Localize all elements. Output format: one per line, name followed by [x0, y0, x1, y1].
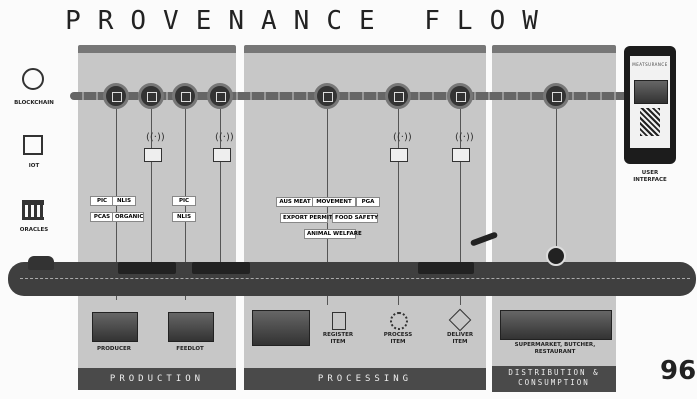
producer-image: [92, 312, 138, 342]
page-number: 96: [660, 356, 697, 386]
truck-icon: [118, 262, 176, 274]
brand-logo: MEATSURANCE: [632, 62, 668, 67]
feedlot-image: [168, 312, 214, 342]
iot-device-icon: [390, 148, 408, 162]
block-node: [103, 83, 129, 109]
wifi-icon: ((·)): [215, 132, 234, 143]
blockchain-icon: [22, 68, 44, 90]
processing-image: [252, 310, 310, 346]
tag-movement: MOVEMENT: [312, 197, 356, 207]
tag-pga: PGA: [356, 197, 380, 207]
retail-image: [500, 310, 612, 340]
iot-device-icon: [452, 148, 470, 162]
block-node: [207, 83, 233, 109]
truck-icon: [418, 262, 474, 274]
trace-line: [151, 100, 152, 265]
tag-aus-meat: AUS MEAT: [276, 197, 314, 207]
wifi-icon: ((·)): [393, 132, 412, 143]
qr-marker-icon: [546, 246, 566, 266]
gear-icon: [390, 312, 408, 330]
processing-band: PROCESSING: [244, 368, 486, 390]
trace-line: [460, 100, 461, 305]
road-marking: [20, 278, 690, 280]
cattle-icon: [28, 256, 54, 270]
trace-line: [220, 100, 221, 265]
tag-pic: PIC: [90, 196, 114, 206]
phone-image: [634, 80, 668, 104]
qr-code-icon: [640, 108, 660, 136]
blockchain-label: BLOCKCHAIN: [14, 100, 54, 106]
production-band: PRODUCTION: [78, 368, 236, 390]
truck-icon: [192, 262, 250, 274]
tag-food-safety: FOOD SAFETY: [332, 213, 378, 223]
tag-pic: PIC: [172, 196, 196, 206]
producer-label: PRODUCER: [96, 346, 131, 352]
block-node: [447, 83, 473, 109]
tag-nlis: NLIS: [172, 212, 196, 222]
wifi-icon: ((·)): [146, 132, 165, 143]
iot-device-icon: [213, 148, 231, 162]
tag-organic: ORGANIC: [112, 212, 144, 222]
tag-nlis: NLIS: [112, 196, 136, 206]
tag-animal-welfare: ANIMAL WELFARE: [304, 229, 362, 239]
block-node: [172, 83, 198, 109]
block-node: [543, 83, 569, 109]
chip-icon: [23, 135, 43, 155]
block-node: [385, 83, 411, 109]
block-node: [138, 83, 164, 109]
tag-pcas: PCAS: [90, 212, 114, 222]
register-icon: [332, 312, 346, 330]
block-node: [314, 83, 340, 109]
distribution-band: DISTRIBUTION &CONSUMPTION: [492, 366, 616, 392]
iot-device-icon: [144, 148, 162, 162]
blockchain-chain: [70, 92, 630, 100]
tag-export-permit: EXPORT PERMIT: [280, 213, 333, 223]
trace-line: [398, 100, 399, 305]
retail-label: SUPERMARKET, BUTCHER,RESTAURANT: [514, 342, 596, 355]
iot-label: IOT: [28, 163, 40, 169]
feedlot-label: FEEDLOT: [176, 346, 204, 352]
wifi-icon: ((·)): [455, 132, 474, 143]
trace-line: [556, 100, 557, 275]
oracles-label: ORACLES: [19, 227, 49, 233]
page-title: PROVENANCE FLOW: [65, 6, 555, 36]
bank-icon: [22, 200, 44, 220]
